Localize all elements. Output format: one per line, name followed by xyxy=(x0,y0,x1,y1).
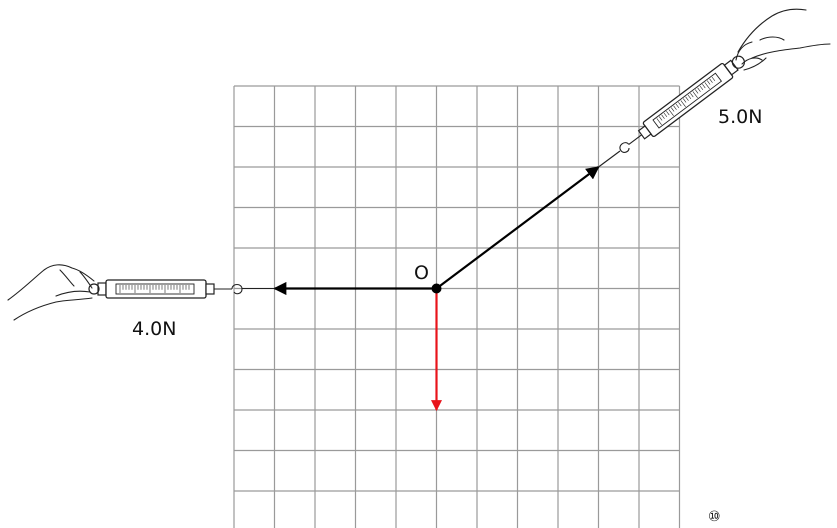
left-force-label: 4.0N xyxy=(132,318,176,340)
upper-right-force-label: 5.0N xyxy=(718,106,762,128)
origin-label: O xyxy=(414,262,429,284)
square-grid xyxy=(233,85,681,528)
left-spring-scale xyxy=(7,264,243,321)
forces xyxy=(242,150,621,412)
string-line xyxy=(598,150,621,168)
force-arrow-upper-right xyxy=(435,166,600,290)
left-hand-icon xyxy=(7,264,95,321)
right-hand-icon xyxy=(735,8,831,71)
figure-number: ⑩ xyxy=(708,509,721,525)
right-spring-scale xyxy=(619,8,831,153)
origin-point xyxy=(431,283,442,294)
